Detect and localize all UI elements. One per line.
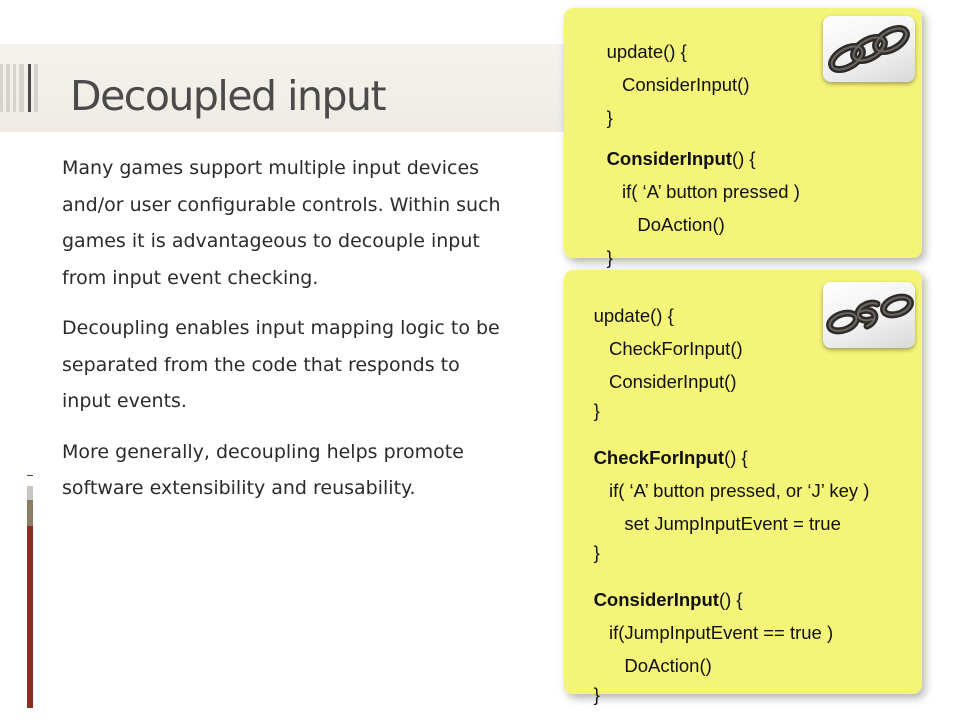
code-line: if(JumpInputEvent == true ) [593, 622, 834, 643]
code-line: } [606, 107, 613, 128]
chain-icon [823, 16, 915, 82]
accent-block [27, 500, 33, 526]
title-decoration [0, 64, 48, 112]
body-text: Many games support multiple input device… [62, 150, 512, 521]
paragraph-1: Many games support multiple input device… [62, 157, 501, 289]
code-box-decoupled: update() { CheckForInput() ConsiderInput… [564, 270, 922, 705]
code-line: } [593, 542, 600, 563]
code-line: DoAction() [606, 214, 725, 235]
code-line: ConsiderInput() { [606, 148, 756, 169]
code-box-coupled: update() { ConsiderInput() } ConsiderInp… [564, 8, 922, 268]
code-line: CheckForInput() { [593, 447, 748, 468]
code-line: set JumpInputEvent = true [593, 513, 841, 534]
title-band [0, 44, 564, 132]
code-line: CheckForInput() [593, 338, 743, 359]
paragraph-2: Decoupling enables input mapping logic t… [62, 317, 500, 412]
code-line: } [606, 247, 613, 268]
code-line: } [593, 400, 600, 421]
code-line: ConsiderInput() [593, 371, 737, 392]
code-line: } [593, 684, 600, 705]
code-line: update() { [593, 305, 674, 326]
code-line: DoAction() [593, 655, 712, 676]
code-line: ConsiderInput() { [593, 589, 743, 610]
code-line: ConsiderInput() [606, 74, 750, 95]
accent-line [27, 475, 33, 708]
code-line: update() { [606, 41, 687, 62]
accent-block [27, 476, 33, 486]
accent-block [27, 486, 33, 500]
paragraph-3: More generally, decoupling helps promote… [62, 440, 464, 500]
code-line: if( ‘A’ button pressed, or ‘J’ key ) [593, 480, 870, 501]
broken-chain-icon [823, 282, 915, 348]
slide-title: Decoupled input [70, 72, 387, 120]
code-line: if( ‘A’ button pressed ) [606, 181, 800, 202]
